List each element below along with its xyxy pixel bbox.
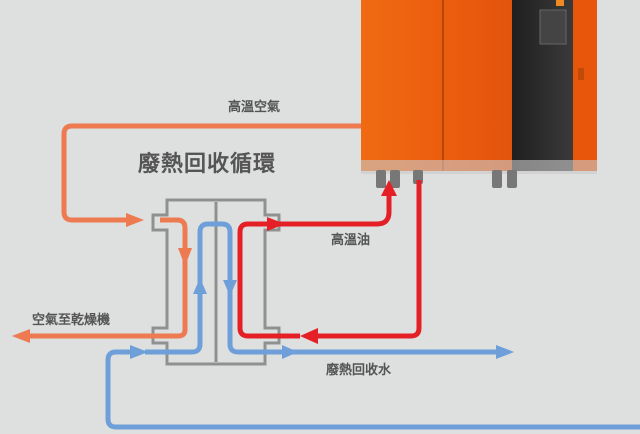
hot-oil-label: 高溫油 bbox=[331, 232, 371, 247]
machine-indicator bbox=[556, 0, 564, 6]
machine-display bbox=[539, 9, 567, 45]
machine-foot bbox=[376, 170, 386, 188]
machine-side bbox=[573, 0, 597, 171]
air-flow bbox=[30, 123, 361, 339]
machine-handle bbox=[578, 68, 584, 80]
water-arrowheads bbox=[130, 278, 514, 359]
oil-arrowheads bbox=[267, 180, 397, 344]
recovered-water-label: 廢熱回收水 bbox=[326, 362, 392, 377]
water-flow bbox=[105, 221, 640, 430]
diagram-title: 廢熱回收循環 bbox=[138, 151, 277, 176]
oil-flow bbox=[237, 180, 422, 339]
machine-foot bbox=[492, 170, 502, 188]
machine-foot bbox=[390, 170, 400, 188]
air-arrowheads bbox=[12, 213, 192, 343]
air-to-dryer-label: 空氣至乾燥機 bbox=[32, 312, 111, 327]
machine-foot bbox=[507, 170, 517, 188]
heat-exchanger-icon bbox=[151, 198, 281, 366]
oil-heater-machine-icon bbox=[361, 0, 597, 188]
hot-air-label: 高溫空氣 bbox=[228, 99, 281, 114]
